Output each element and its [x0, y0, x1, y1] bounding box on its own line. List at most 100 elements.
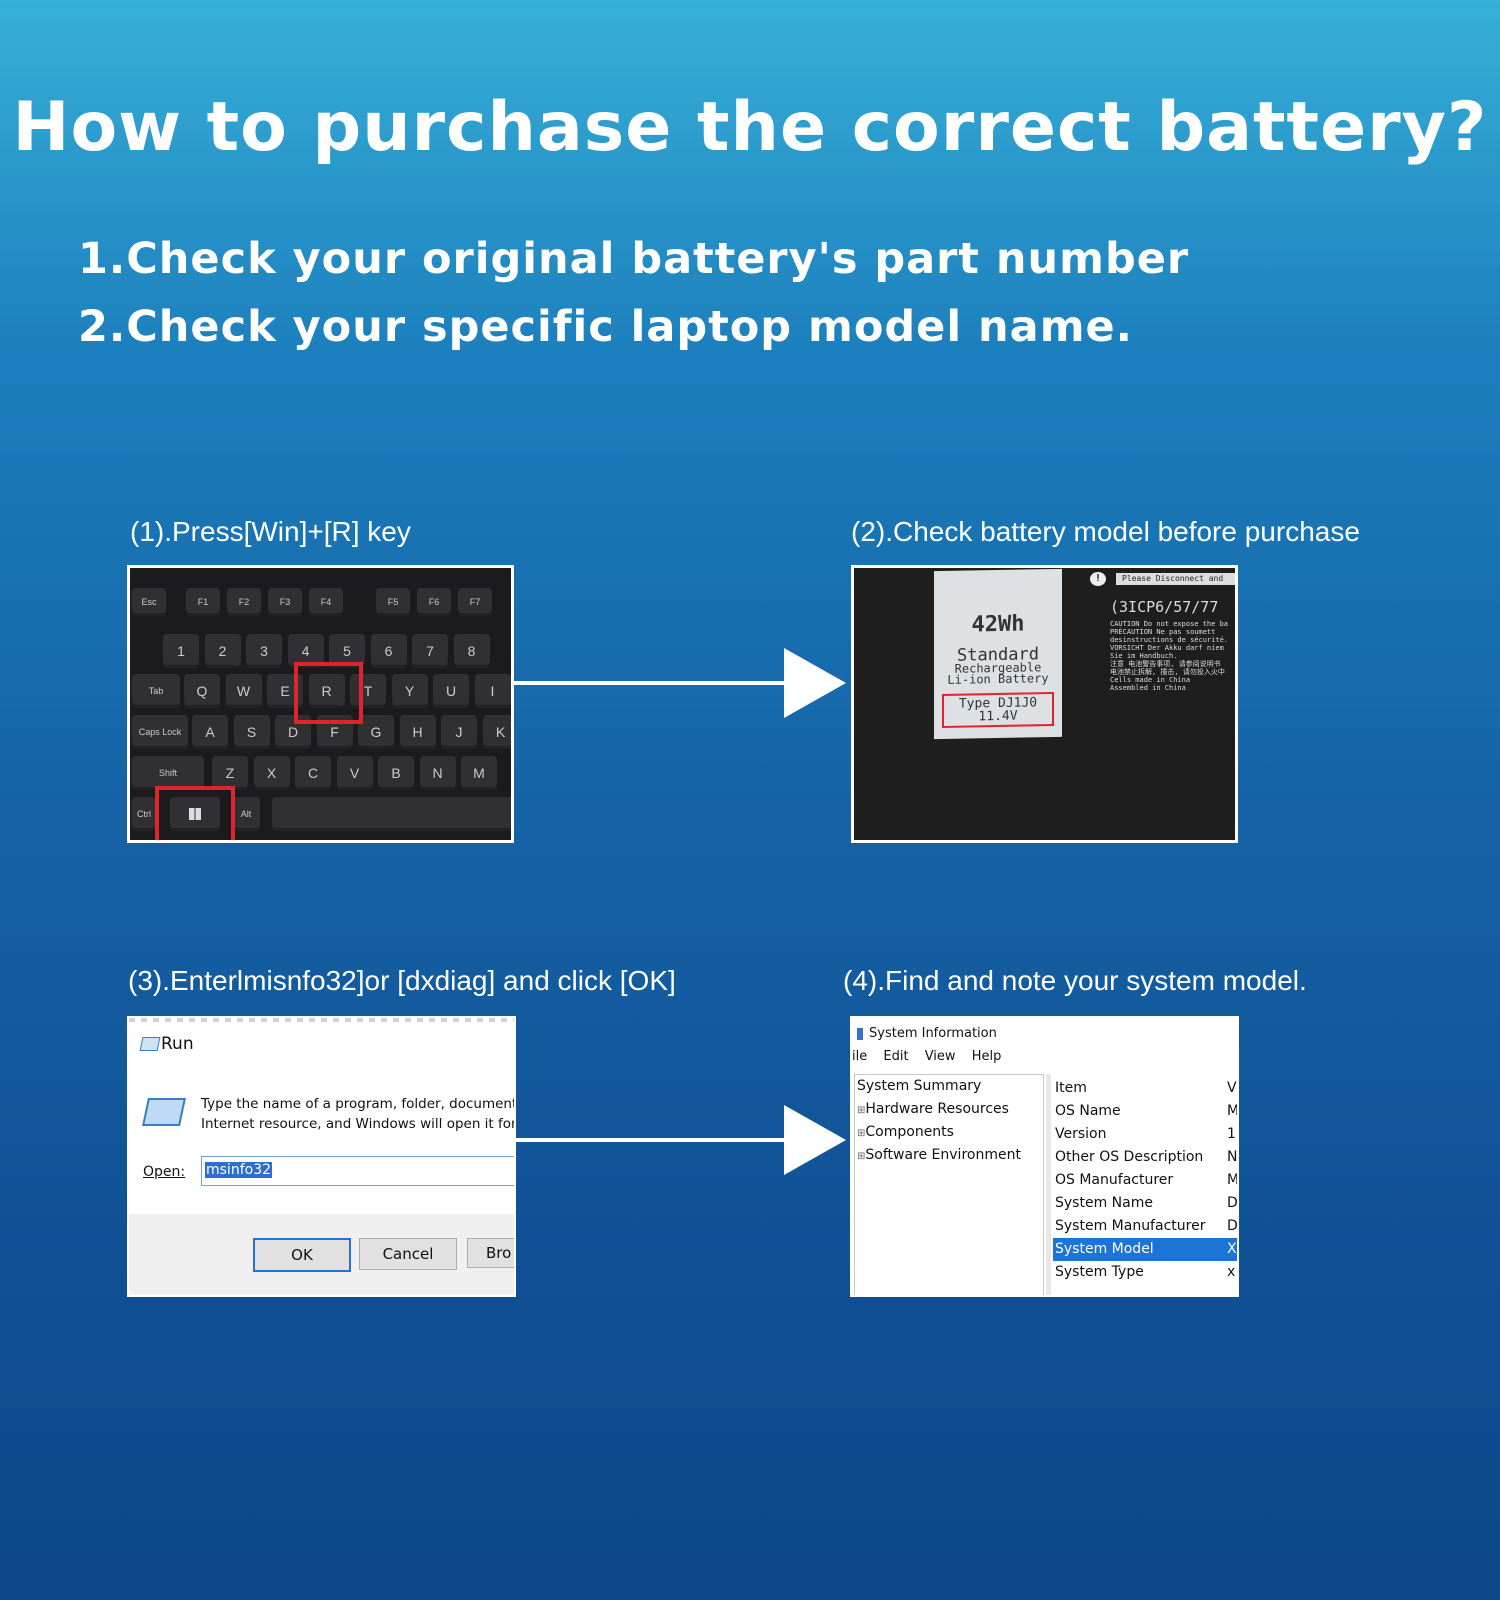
cancel-button[interactable]: Cancel [359, 1238, 457, 1270]
key-i: I [474, 674, 511, 708]
key-shift: Shift [132, 756, 204, 790]
instructions-text: desinstructions de sécurité. [1110, 636, 1229, 644]
vorsicht-text: VORSICHT Der Akku darf niem [1110, 644, 1224, 652]
assembled-in-text: Assembled in China [1110, 684, 1186, 692]
table-row[interactable]: Version 1 [1053, 1123, 1237, 1146]
row-value: D [1227, 1218, 1238, 1234]
key-s: S [233, 715, 270, 749]
tree-hardware-resources[interactable]: ⊞Hardware Resources [857, 1098, 1043, 1121]
row-value: x [1227, 1264, 1236, 1280]
step-2: 2.Check your specific laptop model name. [78, 302, 1133, 352]
sysinfo-screenshot: System Information ile Edit View Help Sy… [850, 1016, 1239, 1297]
arrow-right-icon [514, 648, 846, 718]
key-7: 7 [412, 634, 448, 668]
steps-list: 1.Check your original battery's part num… [78, 232, 1189, 368]
tree-software-label: Software Environment [865, 1147, 1021, 1163]
expand-icon: ⊞ [857, 1105, 866, 1116]
caption-2: (2).Check battery model before purchase [851, 516, 1360, 547]
tree-system-summary[interactable]: System Summary [857, 1078, 982, 1094]
key-t: T [350, 674, 386, 708]
row-item: System Type [1055, 1264, 1144, 1280]
ok-button[interactable]: OK [253, 1238, 351, 1272]
sysinfo-title: System Information [869, 1026, 997, 1041]
tree-components[interactable]: ⊞Components [857, 1121, 1043, 1144]
table-row[interactable]: System Manufacturer D [1053, 1215, 1237, 1238]
arrow-right-icon [516, 1105, 846, 1175]
handbuch-text: Sie im Handbuch. [1110, 652, 1178, 660]
battery-photo: 42Wh Standard Rechargeable Li-ion Batter… [851, 565, 1238, 843]
menu-edit[interactable]: Edit [883, 1049, 909, 1064]
row-value: X [1227, 1241, 1237, 1257]
tree-hardware-label: Hardware Resources [865, 1101, 1009, 1117]
run-dialog-screenshot: Run Type the name of a program, folder, … [127, 1016, 516, 1297]
key-f1: F1 [186, 588, 220, 616]
row-item: Version [1055, 1126, 1107, 1142]
row-item: System Manufacturer [1055, 1218, 1206, 1234]
highlight-r-key [294, 662, 363, 724]
key-a: A [192, 715, 228, 749]
battery-cell: (3ICP6/57/77 [1110, 598, 1219, 616]
page-title: How to purchase the correct battery? [12, 88, 1488, 167]
key-ctrl: Ctrl [132, 797, 156, 831]
run-dialog: Run Type the name of a program, folder, … [129, 1018, 514, 1295]
menu-help[interactable]: Help [971, 1049, 1002, 1064]
row-value: M [1227, 1172, 1239, 1188]
key-b: B [378, 756, 414, 790]
menu-view[interactable]: View [924, 1049, 956, 1064]
key-3: 3 [246, 634, 282, 668]
key-c: C [295, 756, 331, 790]
battery-capacity: 42Wh [971, 611, 1025, 638]
open-input[interactable]: msinfo32 [201, 1156, 514, 1186]
browse-button[interactable]: Bro [467, 1238, 514, 1268]
table-row[interactable]: System Model X [1053, 1238, 1237, 1261]
row-value: 1 [1227, 1126, 1236, 1142]
key-f6: F6 [417, 588, 451, 616]
key-f4: F4 [309, 588, 343, 616]
precaution-text: PRÉCAUTION Ne pas soumett [1110, 628, 1216, 636]
key-tab: Tab [132, 674, 180, 708]
row-item: OS Manufacturer [1055, 1172, 1174, 1188]
key-esc: Esc [132, 588, 166, 616]
key-8: 8 [453, 634, 490, 668]
key-n: N [419, 756, 456, 790]
menu-file[interactable]: ile [852, 1049, 868, 1064]
key-caps-lock: Caps Lock [132, 715, 188, 749]
key-m: M [461, 756, 497, 790]
sysinfo-window: System Information ile Edit View Help Sy… [852, 1018, 1237, 1295]
splitter[interactable] [1046, 1074, 1051, 1295]
table-row[interactable]: OS Manufacturer M [1053, 1169, 1237, 1192]
run-description-line-1: Type the name of a program, folder, docu… [201, 1096, 516, 1112]
row-item: System Model [1055, 1241, 1154, 1257]
tree-software-environment[interactable]: ⊞Software Environment [857, 1144, 1043, 1167]
step-1: 1.Check your original battery's part num… [78, 234, 1190, 284]
caption-3: (3).Enterlmisnfo32]or [dxdiag] and click… [128, 965, 676, 996]
key-g: G [358, 715, 394, 749]
tree-components-label: Components [865, 1124, 954, 1140]
open-input-value: msinfo32 [205, 1162, 273, 1178]
key-2: 2 [204, 634, 241, 668]
run-title: Run [161, 1034, 194, 1054]
key-6: 6 [370, 634, 407, 668]
row-value: N [1227, 1149, 1238, 1165]
caption-1: (1).Press[Win]+[R] key [130, 516, 411, 547]
key-f2: F2 [227, 588, 261, 616]
run-description: Type the name of a program, folder, docu… [201, 1094, 516, 1134]
battery-sticker: 42Wh Standard Rechargeable Li-ion Batter… [934, 568, 1062, 740]
sysinfo-tree: System Summary ⊞Hardware Resources ⊞Comp… [854, 1074, 1044, 1295]
row-value: M [1227, 1103, 1239, 1119]
key-x: X [253, 756, 290, 790]
key-q: Q [184, 674, 220, 708]
run-description-line-2: Internet resource, and Windows will open… [201, 1116, 516, 1132]
table-row[interactable]: System Type x [1053, 1261, 1237, 1284]
sysinfo-icon [857, 1028, 863, 1040]
caption-4: (4).Find and note your system model. [843, 965, 1307, 996]
key-r: R [308, 674, 345, 708]
row-item: System Name [1055, 1195, 1153, 1211]
sysinfo-menu: ile Edit View Help [852, 1049, 1001, 1064]
